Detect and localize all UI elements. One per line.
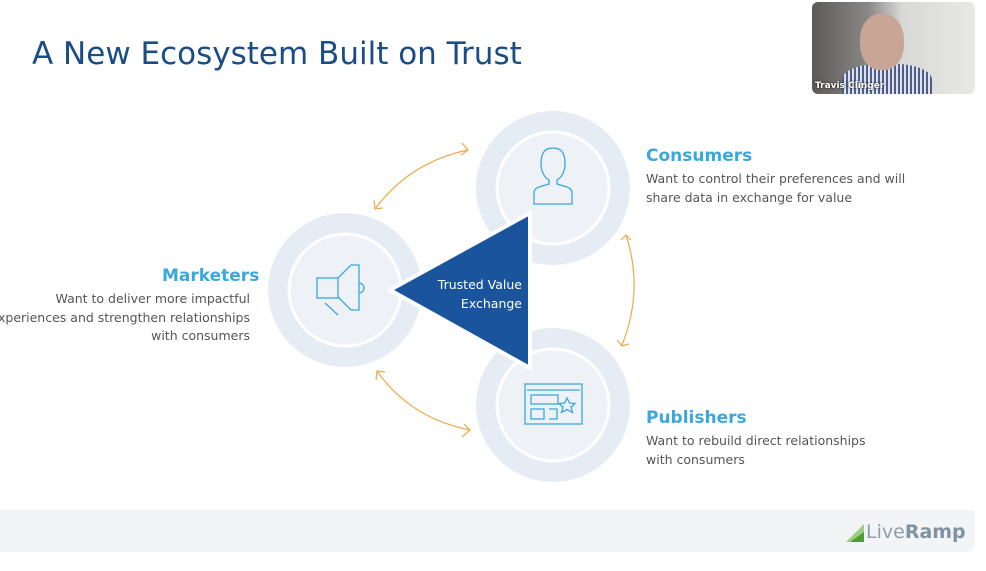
ecosystem-diagram (268, 111, 635, 482)
center-label-line: Exchange (460, 295, 522, 311)
participant-name: Travis Clinger (815, 81, 885, 91)
description-line: with consumers (646, 451, 745, 467)
trust-triangle (385, 209, 532, 372)
logo-text-light: Live (866, 521, 905, 543)
exchange-arrow-marketer-consumer (373, 142, 469, 210)
logo-text-bold: Ramp (904, 521, 966, 543)
center-label-line: Trusted Value (437, 277, 522, 292)
publishers-description: Want to rebuild direct relationships wit… (646, 432, 866, 469)
webpage-star-icon (524, 383, 583, 425)
participant-video-tile[interactable]: Travis Clinger (812, 2, 975, 94)
participant-video-face (860, 14, 904, 70)
megaphone-icon (316, 264, 365, 316)
slide-title: A New Ecosystem Built on Trust (32, 36, 522, 72)
logo-text: LiveRamp (866, 521, 966, 543)
slide-footer (0, 510, 975, 552)
description-line: experiences and strengthen relationships (0, 309, 250, 325)
publisher-circle (476, 328, 630, 482)
consumers-heading: Consumers (646, 146, 753, 166)
trusted-value-exchange-label: Trusted Value Exchange (420, 276, 522, 313)
publishers-heading: Publishers (646, 408, 747, 428)
liveramp-logo: LiveRamp (846, 520, 966, 544)
consumers-description: Want to control their preferences and wi… (646, 170, 905, 207)
description-line: share data in exchange for value (646, 189, 853, 205)
presentation-slide: A New Ecosystem Built on Trust (0, 36, 975, 552)
exchange-arrow-marketer-publisher (375, 370, 471, 438)
person-icon (533, 147, 573, 205)
description-line: Want to rebuild direct relationships (646, 433, 866, 448)
liveramp-logo-mark-icon (846, 524, 864, 542)
marketers-heading: Marketers (162, 266, 260, 286)
description-line: Want to deliver more impactful (55, 291, 250, 306)
exchange-arrow-consumer-publisher (616, 234, 635, 347)
description-line: with consumers (151, 328, 250, 343)
description-line: Want to control their preferences and wi… (646, 171, 906, 186)
marketers-description: Want to deliver more impactful experienc… (0, 290, 250, 346)
